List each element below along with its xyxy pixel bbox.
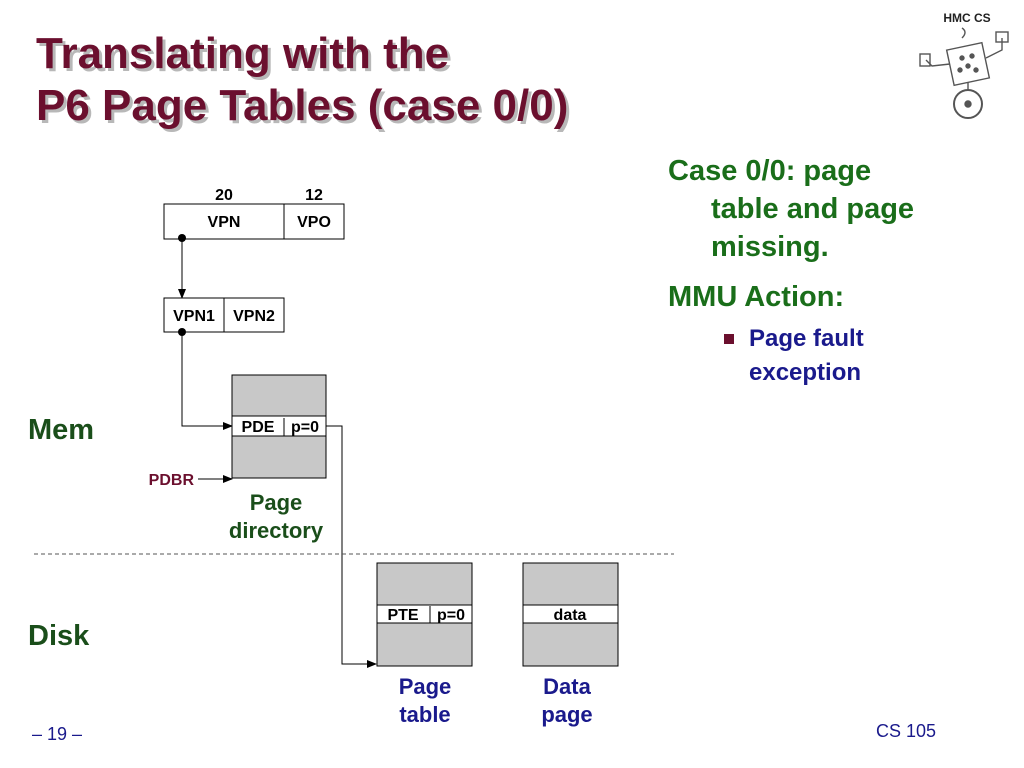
vpn-field: VPN [208,214,241,231]
data-page-caption-line-2: page [541,702,592,727]
mem-label: Mem [28,414,95,446]
pde-to-pte-arrow [326,425,377,668]
vpn2-field: VPN2 [233,308,275,325]
vpn1-field: VPN1 [173,308,215,325]
pte-label: PTE [387,607,418,624]
pte-entry [376,604,473,624]
mmu-action-text: Page fault exception [749,322,864,390]
mmu-action-bullet: Page fault exception [724,322,1008,390]
pde-present-bit: p=0 [291,419,319,436]
page-table-caption-line-2: table [399,702,450,727]
vpn1-to-pde-arrow [181,332,233,430]
data-page-caption-line-1: Data [543,674,591,699]
course-name: CS 105 [876,721,937,741]
pde-label: PDE [242,419,275,436]
hmc-cs-logo: HMC CS [919,11,1009,119]
bullet-square-icon [724,334,734,344]
case-description: Case 0/0: page table and page missing. [668,152,1008,266]
mmu-bullet-line-2: exception [749,359,862,386]
vpo-bit-count: 12 [305,187,323,204]
virtual-address-box [163,203,345,240]
case-line-2: table and page [711,193,915,225]
slide-title: Translating with the P6 Page Tables (cas… [36,28,568,132]
data-entry-label: data [554,607,587,624]
disk-label: Disk [28,620,90,652]
pte-present-bit: p=0 [437,607,465,624]
page-table-caption-line-1: Page [399,674,452,699]
mmu-bullet-line-1: Page fault [749,325,864,352]
case-line-3: missing. [711,231,829,263]
pdbr-label: PDBR [149,472,195,489]
vpn-bit-count: 20 [215,187,233,204]
title-line-2: P6 Page Tables (case 0/0) [36,81,569,130]
data-entry [522,604,619,624]
title-line-1: Translating with the [36,29,450,78]
vpo-field: VPO [297,214,331,231]
page-directory-caption-line-1: Page [250,490,303,515]
mmu-action-heading: MMU Action: [668,281,845,313]
page-directory-caption-line-2: directory [229,518,324,543]
page-number: – 19 – [32,724,83,744]
logo-robot [919,27,1009,119]
case-panel: Case 0/0: page table and page missing. M… [668,152,1008,390]
logo-text: HMC CS [943,11,990,25]
case-line-1: Case 0/0: page [668,155,872,187]
